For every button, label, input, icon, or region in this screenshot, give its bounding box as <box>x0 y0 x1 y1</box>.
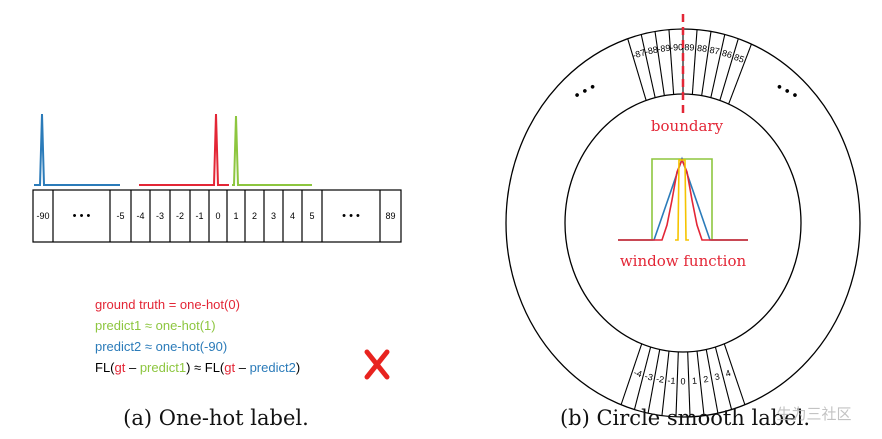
sector-divider <box>633 346 652 410</box>
sector-divider <box>728 43 752 105</box>
sector-divider <box>696 351 705 416</box>
sector-label: 89 <box>684 42 694 52</box>
cell-label: 5 <box>309 211 314 221</box>
cell-label: 2 <box>252 211 257 221</box>
sector-label: 0 <box>680 376 685 386</box>
sector-divider <box>719 38 739 101</box>
sector-label: -90 <box>670 42 683 53</box>
sector-label: -89 <box>657 43 671 54</box>
cell-label: -3 <box>156 211 164 221</box>
cell-label: 0 <box>215 211 220 221</box>
window-function-plot <box>618 156 748 241</box>
triangle-window-curve <box>618 156 748 241</box>
rect-window-curve <box>618 158 748 241</box>
panel-a: -90 • • • -5 -4 -3 -2 -1 0 1 2 3 4 5 • • • 89 ground t… <box>32 113 402 430</box>
fl-predict1: predict1 <box>140 360 186 375</box>
cell-label: -1 <box>195 211 203 221</box>
ellipsis-right: • • • <box>774 78 801 103</box>
cell-label: 3 <box>271 211 276 221</box>
sector-divider <box>647 349 661 414</box>
cell-label: • • • <box>73 210 91 222</box>
sector-label: -1 <box>667 375 676 386</box>
cell-label: 89 <box>385 211 395 221</box>
sector-label: 85 <box>733 52 746 65</box>
cell-label: • • • <box>342 210 360 222</box>
sector-divider <box>705 349 719 414</box>
cross-icon <box>364 349 390 380</box>
fl-prefix: FL( <box>95 360 115 375</box>
fl-gt-1: gt <box>115 360 126 375</box>
label-strip <box>32 189 402 243</box>
sector-divider <box>710 34 726 98</box>
predict1-onehot-curve <box>232 115 312 186</box>
sector-label: 4 <box>724 368 732 379</box>
ground-truth-onehot-curve <box>139 113 229 186</box>
cell-label: -90 <box>36 211 49 221</box>
sector-divider <box>723 343 746 405</box>
sector-label: 3 <box>713 371 720 382</box>
cell-label: -4 <box>136 211 144 221</box>
sector-label: -4 <box>632 367 643 379</box>
predict2-onehot-curve <box>34 113 120 186</box>
cell-label: 4 <box>290 211 295 221</box>
caption-a: (a) One-hot label. <box>123 406 309 430</box>
pulse-window-curve <box>675 159 689 241</box>
legend-predict2: predict2 ≈ one-hot(-90) <box>95 339 227 354</box>
cell-label: 1 <box>233 211 238 221</box>
sector-divider <box>640 34 656 98</box>
sector-divider <box>627 38 647 101</box>
sector-label: -2 <box>655 374 664 385</box>
fl-minus-2: – <box>235 360 249 375</box>
legend-predict1: predict1 ≈ one-hot(1) <box>95 318 216 333</box>
sector-divider <box>687 351 691 417</box>
window-function-label: window function <box>620 252 747 270</box>
cell-label: -5 <box>116 211 124 221</box>
sector-label: 1 <box>692 376 698 386</box>
fl-close: ) <box>296 360 300 375</box>
watermark: 生为三社区 <box>776 406 851 423</box>
sector-divider <box>661 351 670 416</box>
cell-label: -2 <box>176 211 184 221</box>
legend-fl-comparison: FL(gt – predict1) ≈ FL(gt – predict2) <box>95 360 300 375</box>
sector-label: 87 <box>709 45 721 57</box>
ellipsis-left: • • • <box>571 78 598 103</box>
sector-divider <box>691 29 698 95</box>
fl-predict2: predict2 <box>250 360 296 375</box>
fl-mid: ) ≈ FL( <box>186 360 225 375</box>
sector-label: 2 <box>703 374 710 385</box>
sector-divider <box>620 343 643 405</box>
sector-label: -87 <box>631 47 646 60</box>
fl-gt-2: gt <box>224 360 235 375</box>
sector-label: -88 <box>644 44 659 56</box>
sector-label: 86 <box>721 48 733 60</box>
sector-divider <box>701 31 712 96</box>
sector-divider <box>654 31 665 96</box>
fl-minus-1: – <box>125 360 139 375</box>
sector-label: 88 <box>697 43 708 54</box>
legend-ground-truth: ground truth = one-hot(0) <box>95 297 240 312</box>
sector-divider <box>675 351 679 417</box>
boundary-label: boundary <box>651 117 724 135</box>
caption-b: (b) Circle smooth label. <box>560 406 810 430</box>
sector-divider <box>668 29 675 95</box>
sector-divider <box>714 346 733 410</box>
sector-label: -3 <box>644 371 654 383</box>
gaussian-window-curve <box>618 157 748 241</box>
